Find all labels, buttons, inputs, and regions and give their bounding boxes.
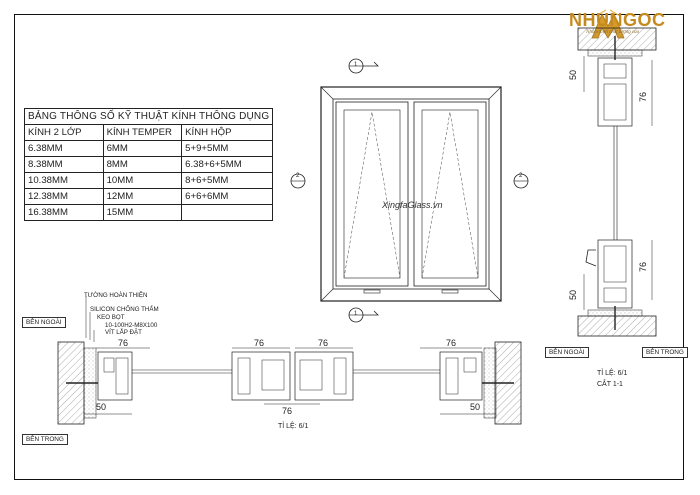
logo-name: NHUNGOC xyxy=(569,10,666,30)
plan-dim: 50 xyxy=(470,402,481,412)
plan-dim: 50 xyxy=(96,402,107,412)
vert-dim: 50 xyxy=(568,69,579,81)
plan-dim: 76 xyxy=(282,406,293,416)
plan-scale: TỈ LỆ: 6/1 xyxy=(278,423,309,430)
vertical-section xyxy=(577,27,657,337)
callout-foam: KEO BỌT xyxy=(97,314,125,321)
plan-dim: 76 xyxy=(318,338,329,348)
callout-screw: VÍT LẮP ĐẶT xyxy=(105,329,142,336)
vert-dim: 76 xyxy=(638,261,649,273)
callout-anchor: 10-100H2-M8X100 xyxy=(105,322,158,329)
vert-dim: 50 xyxy=(568,289,579,301)
plan-dim: 76 xyxy=(446,338,457,348)
sheet-border xyxy=(14,14,684,480)
window-elevation xyxy=(320,86,502,302)
plan-outside-label: BÊN NGOÀI xyxy=(22,317,66,328)
spec-cell xyxy=(181,204,274,221)
vert-inside-label: BÊN TRONG xyxy=(642,347,688,358)
marker-bottom-number: 1 xyxy=(354,311,358,317)
plan-inside-label: BÊN TRONG xyxy=(22,434,68,445)
callout-finished-wall: TƯỜNG HOÀN THIỆN xyxy=(84,292,148,299)
section-markers xyxy=(290,58,529,323)
vert-dim: 76 xyxy=(638,91,649,103)
elevation-watermark: XingfaGlass.vn xyxy=(382,200,443,210)
marker-top-number: 1 xyxy=(354,62,358,68)
vert-outside-label: BÊN NGOÀI xyxy=(545,347,589,358)
marker-right-number: 2 xyxy=(519,173,523,179)
vert-cut: CẮT 1-1 xyxy=(597,381,623,388)
spec-table: BẢNG THÔNG SỐ KỸ THUẬT KÍNH THÔNG DỤNG K… xyxy=(23,108,274,221)
plan-dim: 76 xyxy=(254,338,265,348)
vert-scale: TỈ LỆ: 6/1 xyxy=(597,370,628,377)
marker-left-number: 2 xyxy=(296,173,300,179)
callout-silicone: SILICON CHỐNG THẤM xyxy=(90,306,159,313)
plan-section xyxy=(57,296,522,425)
plan-dim: 76 xyxy=(118,338,129,348)
